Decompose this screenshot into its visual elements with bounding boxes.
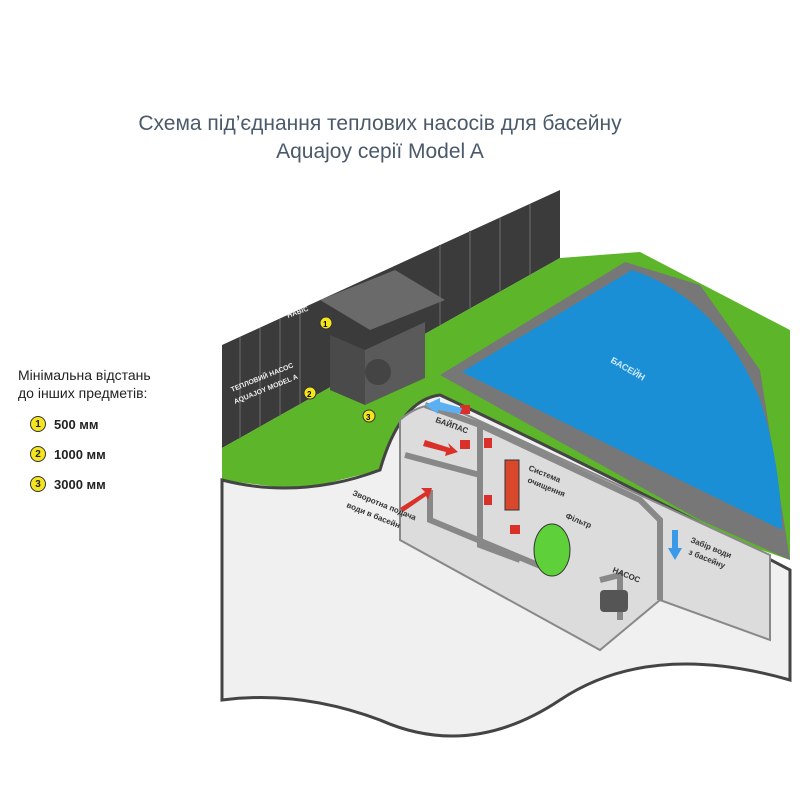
title-line-1: Схема під’єднання теплових насосів для б…	[138, 112, 622, 135]
arrow-red-1	[423, 440, 458, 456]
badge-3: 3	[30, 476, 46, 492]
distance-legend: Мінімальна відстань до інших предметів: …	[18, 366, 151, 492]
legend-label: 3000 мм	[54, 476, 106, 492]
distance-marker-1: 1	[319, 316, 333, 330]
legend-label: 500 мм	[54, 416, 99, 432]
legend-heading-1: Мінімальна відстань	[18, 367, 151, 383]
legend-item: 3 3000 мм	[30, 476, 151, 492]
legend-heading-2: до інших предметів:	[18, 385, 148, 401]
filter-tank	[533, 523, 571, 577]
arrow-red-2	[400, 488, 432, 512]
svg-text:2: 2	[307, 390, 312, 399]
pool-water	[462, 270, 782, 530]
svg-text:1: 1	[323, 320, 328, 329]
distance-marker-3: 3	[362, 409, 376, 423]
legend-label: 1000 мм	[54, 446, 106, 462]
svg-text:3: 3	[366, 413, 371, 422]
valves	[460, 405, 520, 534]
heat-pump-unit	[330, 335, 365, 405]
distance-marker-2: 2	[303, 386, 317, 400]
title-line-2: Aquajoy серії Model A	[276, 140, 484, 163]
legend-item: 2 1000 мм	[30, 446, 151, 462]
arrow-intake-blue	[668, 530, 682, 560]
badge-1: 1	[30, 416, 46, 432]
cleaning-system-cylinder	[504, 459, 520, 511]
fan-icon	[365, 359, 391, 385]
pipes	[404, 402, 663, 620]
arrow-bypass-blue	[425, 398, 462, 414]
legend-item: 1 500 мм	[30, 416, 151, 432]
canopy	[320, 270, 445, 330]
badge-2: 2	[30, 446, 46, 462]
pump-body	[600, 590, 628, 612]
